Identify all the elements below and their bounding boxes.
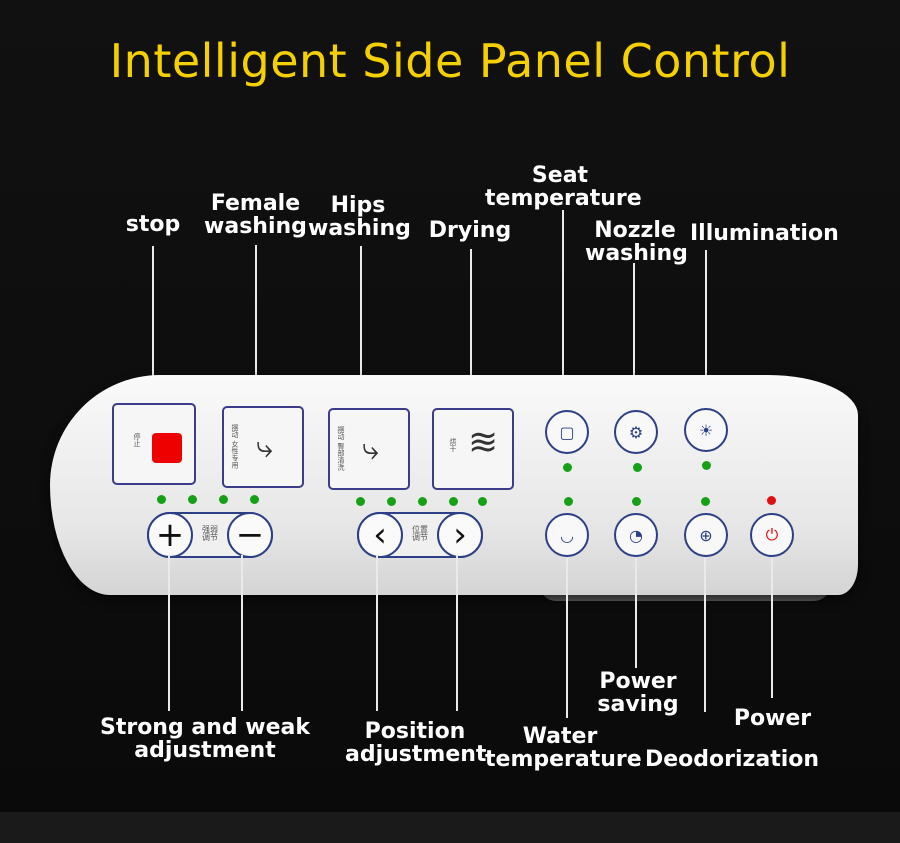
position-level-indicator-4 bbox=[449, 497, 458, 506]
power-saving-indicator bbox=[632, 497, 641, 506]
label-power-saving-2: saving bbox=[597, 692, 679, 717]
label-nozzle-washing-1: Nozzle bbox=[594, 218, 676, 243]
position-level-indicator-3 bbox=[418, 497, 427, 506]
water-temperature-button[interactable]: ◡ bbox=[545, 513, 589, 557]
label-nozzle-washing-2: washing bbox=[585, 241, 688, 266]
position-level-indicator-5 bbox=[478, 497, 487, 506]
chevron-right-icon: › bbox=[453, 515, 467, 555]
female-washing-button[interactable]: 摆动 女性专用 ⤷ bbox=[222, 406, 304, 488]
label-power-saving-1: Power bbox=[599, 669, 677, 694]
label-strong-weak-2: adjustment bbox=[134, 738, 276, 763]
position-caption: 位置 调节 bbox=[412, 525, 428, 542]
label-female-washing-2: washing bbox=[204, 214, 307, 239]
line-nozzle bbox=[633, 263, 635, 410]
label-water-temperature-2: temperature bbox=[485, 747, 642, 772]
drying-caption: 烘干 bbox=[449, 438, 457, 452]
label-position-1: Position bbox=[364, 719, 466, 744]
nozzle-washing-indicator bbox=[633, 463, 642, 472]
nozzle-washing-button[interactable]: ⚙ bbox=[614, 410, 658, 454]
line-stop bbox=[152, 246, 154, 400]
strength-level-indicator-3 bbox=[219, 495, 228, 504]
strength-level-indicator-2 bbox=[188, 495, 197, 504]
strength-caption: 强弱 调节 bbox=[202, 525, 218, 542]
strength-adjust-control: + 强弱 调节 − bbox=[147, 512, 273, 558]
seat-temperature-icon: ▢ bbox=[559, 422, 575, 442]
line-seat bbox=[562, 210, 564, 410]
stop-caption: 停止 bbox=[133, 433, 141, 447]
minus-icon: − bbox=[235, 515, 265, 555]
hips-washing-button[interactable]: 摆动 臀部清洗 ⤷ bbox=[328, 408, 410, 490]
drying-button[interactable]: 烘干 ≋ bbox=[432, 408, 514, 490]
label-stop: stop bbox=[125, 212, 181, 237]
power-saving-button[interactable]: ◔ bbox=[614, 513, 658, 557]
page-title: Intelligent Side Panel Control bbox=[109, 34, 791, 88]
deodorization-indicator bbox=[701, 497, 710, 506]
position-right-button[interactable]: › bbox=[437, 512, 483, 558]
line-female bbox=[255, 245, 257, 407]
strength-minus-button[interactable]: − bbox=[227, 512, 273, 558]
seat-temperature-button[interactable]: ▢ bbox=[545, 410, 589, 454]
line-power-saving bbox=[635, 558, 637, 668]
deodorization-icon: ⊕ bbox=[699, 525, 713, 545]
label-deodorization: Deodorization bbox=[645, 747, 820, 772]
strength-level-indicator-1 bbox=[157, 495, 166, 504]
position-level-indicator-1 bbox=[356, 497, 365, 506]
illumination-indicator bbox=[702, 461, 711, 470]
label-illumination: Illumination bbox=[690, 221, 839, 246]
female-washing-icon: ⤷ bbox=[256, 430, 273, 465]
stop-icon bbox=[152, 433, 182, 463]
strength-plus-button[interactable]: + bbox=[147, 512, 193, 558]
label-hips-washing-2: washing bbox=[308, 216, 411, 241]
line-strength-plus bbox=[168, 555, 170, 711]
seat-temperature-indicator bbox=[563, 463, 572, 472]
power-icon: ⏻ bbox=[765, 525, 779, 544]
position-adjust-control: ‹ 位置 调节 › bbox=[357, 512, 483, 558]
water-temperature-indicator bbox=[564, 497, 573, 506]
label-power: Power bbox=[733, 706, 812, 731]
line-drying bbox=[470, 249, 472, 409]
hips-washing-icon: ⤷ bbox=[362, 432, 379, 467]
position-left-button[interactable]: ‹ bbox=[357, 512, 403, 558]
chevron-left-icon: ‹ bbox=[373, 515, 387, 555]
illumination-button[interactable]: ☀ bbox=[684, 408, 728, 452]
label-female-washing-1: Female bbox=[210, 191, 301, 216]
label-position-2: adjustment bbox=[345, 742, 487, 767]
line-power bbox=[771, 558, 773, 698]
strength-level-indicator-4 bbox=[250, 495, 259, 504]
position-level-indicator-2 bbox=[387, 497, 396, 506]
drying-icon: ≋ bbox=[468, 422, 499, 463]
female-caption: 摆动 女性专用 bbox=[231, 424, 239, 469]
water-temperature-icon: ◡ bbox=[560, 525, 574, 545]
label-water-temperature-1: Water bbox=[522, 724, 598, 749]
stop-button[interactable]: 停止 bbox=[112, 403, 196, 485]
line-hips bbox=[360, 246, 362, 406]
line-strength-minus bbox=[241, 555, 243, 711]
bottom-band bbox=[0, 812, 900, 843]
label-strong-weak-1: Strong and weak bbox=[99, 715, 311, 740]
label-hips-washing-1: Hips bbox=[330, 193, 386, 218]
power-indicator bbox=[767, 496, 776, 505]
plus-icon: + bbox=[155, 515, 185, 555]
power-saving-icon: ◔ bbox=[629, 525, 643, 545]
illumination-icon: ☀ bbox=[698, 420, 714, 440]
label-drying: Drying bbox=[428, 218, 512, 243]
label-seat-temperature-2: temperature bbox=[485, 186, 642, 211]
hips-caption: 摆动 臀部清洗 bbox=[337, 426, 345, 471]
line-position-right bbox=[456, 555, 458, 711]
power-button[interactable]: ⏻ bbox=[750, 513, 794, 557]
nozzle-washing-icon: ⚙ bbox=[628, 422, 644, 442]
label-seat-temperature-1: Seat bbox=[531, 163, 589, 188]
line-deodorization bbox=[704, 558, 706, 712]
line-water-temperature bbox=[566, 558, 568, 718]
line-position-left bbox=[376, 555, 378, 711]
line-illumination bbox=[705, 250, 707, 410]
deodorization-button[interactable]: ⊕ bbox=[684, 513, 728, 557]
